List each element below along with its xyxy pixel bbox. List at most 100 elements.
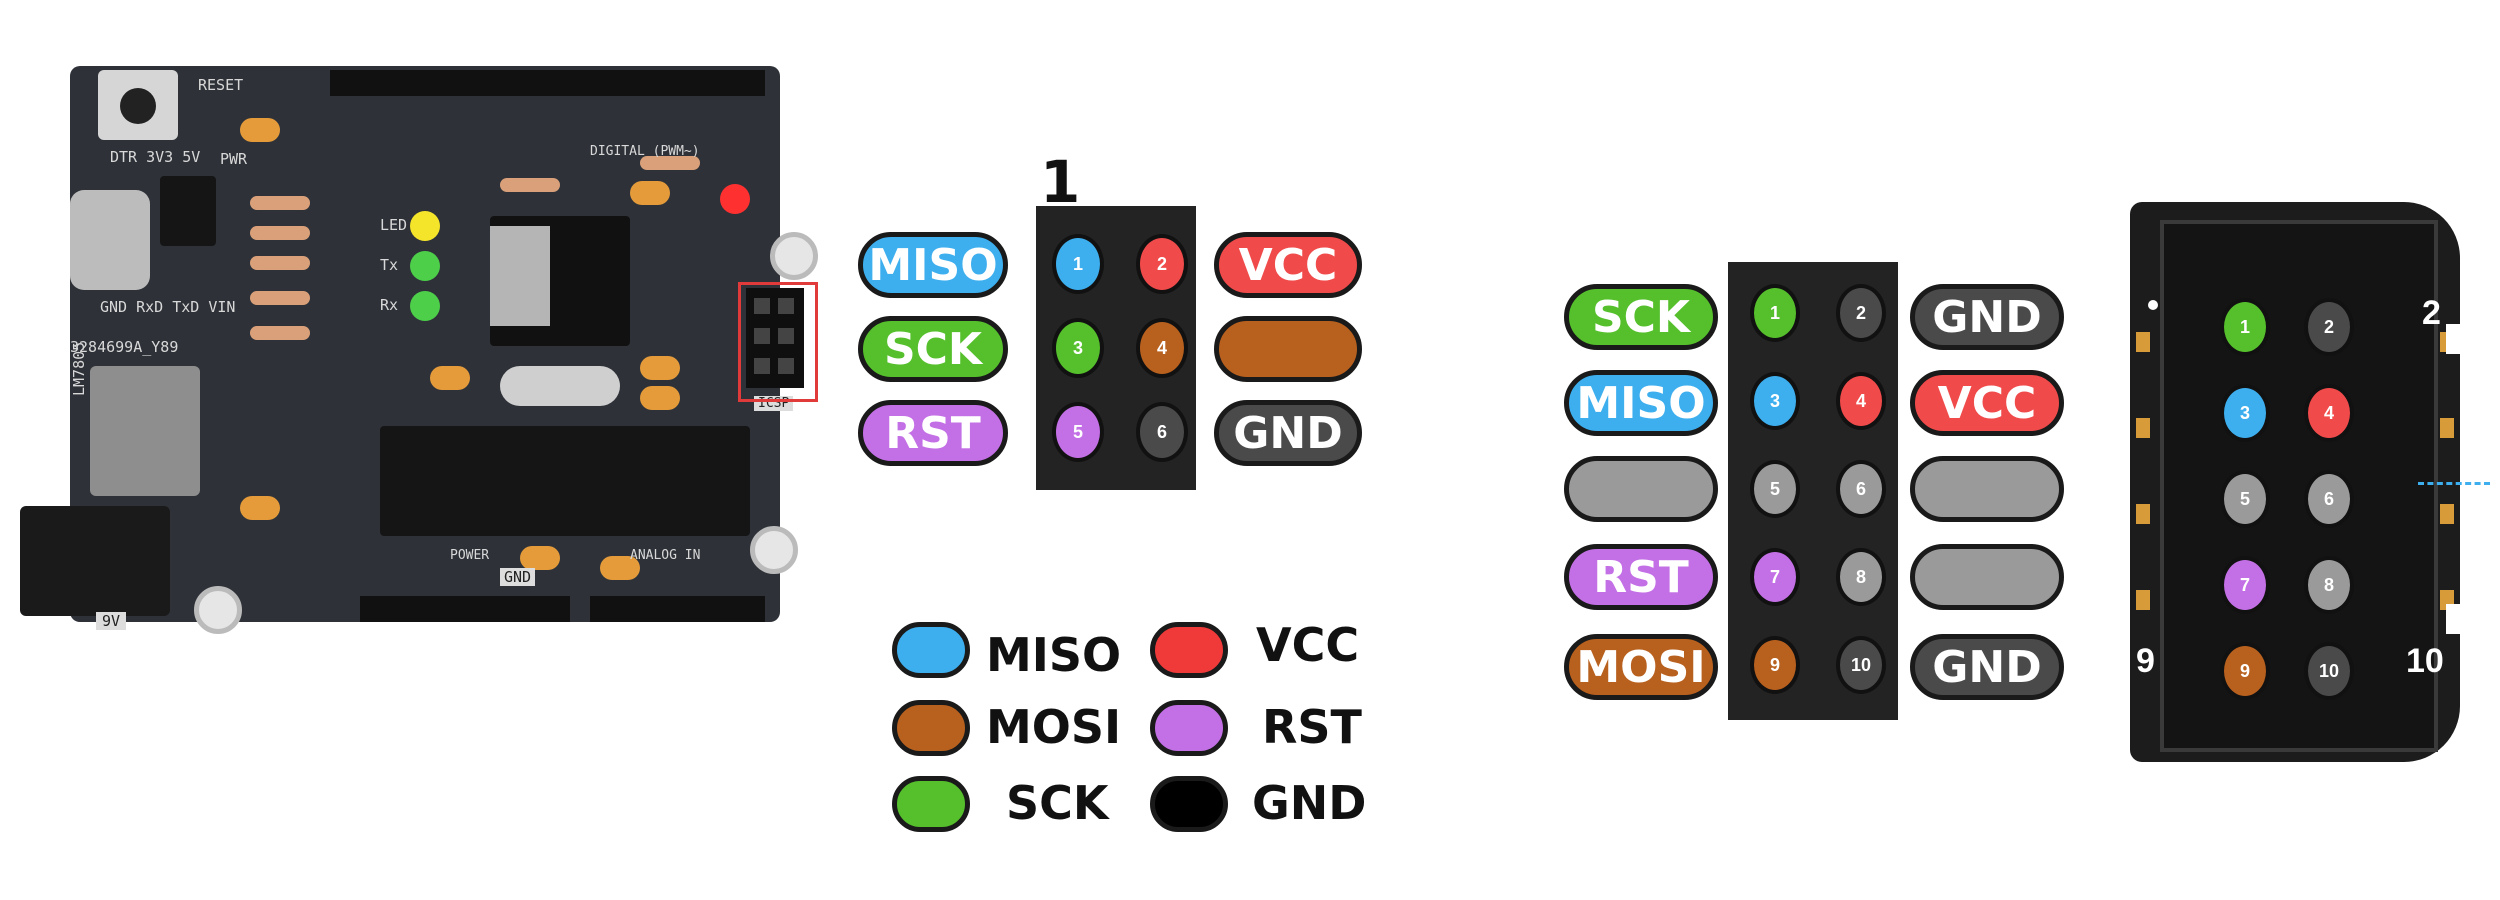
capacitor [630, 181, 670, 205]
header6-pin-3: 3 [1052, 318, 1104, 378]
header10-pin-7: 7 [1750, 548, 1800, 606]
mounting-hole [194, 586, 242, 634]
header10-pin-3: 3 [1750, 372, 1800, 430]
resistor [250, 196, 310, 210]
header6-left-label: SCK [858, 316, 1008, 382]
capacitor [520, 546, 560, 570]
header10-left-label: SCK [1564, 284, 1718, 350]
led-label: LED [380, 216, 408, 234]
resistor [640, 156, 700, 170]
mounting-hole [770, 232, 818, 280]
mounting-hole [750, 526, 798, 574]
resistor [250, 291, 310, 305]
connector-pin-10: 10 [2304, 642, 2354, 700]
green-led [410, 291, 440, 321]
connector-pin-4: 4 [2304, 384, 2354, 442]
icsp-header [746, 288, 804, 388]
connector-pin9-label: 9 [2136, 642, 2155, 680]
legend-label-miso: MISO [986, 628, 1122, 682]
header10-pin-9: 9 [1750, 636, 1800, 694]
header6-right-label: VCC [1214, 232, 1362, 298]
connector-pin-7: 7 [2220, 556, 2270, 614]
usb-c-port [70, 190, 150, 290]
idc-connector: 2 9 10 [2130, 202, 2460, 762]
header10-right-label: GND [1910, 634, 2064, 700]
header6-pin-1: 1 [1052, 234, 1104, 294]
tx-label: Tx [380, 256, 399, 274]
legend-label-mosi: MOSI [986, 700, 1122, 754]
dashed-guide-line [2418, 482, 2490, 485]
contact-tab [2136, 504, 2150, 524]
reset-label: RESET [198, 76, 244, 94]
capacitor [430, 366, 470, 390]
latch-marker [2446, 324, 2460, 354]
analog-header [590, 596, 765, 622]
regulator-tab [490, 226, 550, 326]
header6-left-label: MISO [858, 232, 1008, 298]
power-header [360, 596, 570, 622]
resistor [250, 256, 310, 270]
connector-pin-8: 8 [2304, 556, 2354, 614]
header10-pin-6: 6 [1836, 460, 1886, 518]
regulator-label: LM7805 [70, 341, 88, 396]
header6-right-label: GND [1214, 400, 1362, 466]
header10-left-label: MOSI [1564, 634, 1718, 700]
header10-right-label: VCC [1910, 370, 2064, 436]
header10-pin-5: 5 [1750, 460, 1800, 518]
connector-pin-6: 6 [2304, 470, 2354, 528]
pwr-label: PWR [220, 150, 248, 168]
header6-left-label: RST [858, 400, 1008, 466]
legend-label-vcc: VCC [1256, 618, 1360, 672]
connector-pin-2: 2 [2304, 298, 2354, 356]
header6-right-label [1214, 316, 1362, 382]
digital-label: DIGITAL (PWM~) [590, 144, 700, 159]
contact-tab [2136, 590, 2150, 610]
capacitor [240, 496, 280, 520]
icsp-highlight-box [738, 282, 818, 402]
header10-pin-4: 4 [1836, 372, 1886, 430]
legend-label-gnd: GND [1252, 776, 1367, 830]
connector-pin10-label: 10 [2406, 642, 2444, 680]
contact-tab [2136, 418, 2150, 438]
usb-pin-labels: GND RxD TxD VIN [100, 298, 236, 316]
latch-marker [2446, 604, 2460, 634]
resistor [250, 326, 310, 340]
resistor [250, 226, 310, 240]
legend-label-sck: SCK [1006, 776, 1109, 830]
yellow-led [410, 211, 440, 241]
connector-pin-9: 9 [2220, 642, 2270, 700]
red-led [720, 184, 750, 214]
voltage-regulator [90, 366, 200, 496]
contact-tab [2440, 418, 2454, 438]
legend-swatch-mosi [892, 700, 970, 756]
connector-pin-3: 3 [2220, 384, 2270, 442]
connector-body [2160, 220, 2438, 752]
capacitor [640, 356, 680, 380]
header10-left-label [1564, 456, 1718, 522]
arduino-board: RESET PWR DTR 3V3 5V GND RxD TxD VIN 328… [20, 66, 818, 634]
rx-label: Rx [380, 296, 399, 314]
header6-pin-6: 6 [1136, 402, 1188, 462]
pin1-marker: 1 [1040, 148, 1081, 216]
legend-swatch-gnd [1150, 776, 1228, 832]
digital-header-lower [560, 70, 765, 96]
analog-label: ANALOG IN [630, 548, 701, 563]
dtr-label: DTR 3V3 5V [110, 148, 201, 166]
dc-jack [20, 506, 170, 616]
header10-pin-10: 10 [1836, 636, 1886, 694]
serial-id: 3284699A_Y89 [70, 338, 179, 356]
9v-label: 9V [96, 612, 127, 630]
connector-pin-1: 1 [2220, 298, 2270, 356]
header10-left-label: RST [1564, 544, 1718, 610]
usb-chip [160, 176, 216, 246]
header10-left-label: MISO [1564, 370, 1718, 436]
legend-swatch-rst [1150, 700, 1228, 756]
reset-button[interactable] [98, 70, 178, 140]
power-label: POWER [450, 548, 490, 563]
gnd-label: GND [500, 568, 536, 586]
header6-pin-4: 4 [1136, 318, 1188, 378]
contact-tab [2440, 504, 2454, 524]
capacitor [240, 118, 280, 142]
header10-pin-8: 8 [1836, 548, 1886, 606]
pin1-dot [2148, 300, 2158, 310]
